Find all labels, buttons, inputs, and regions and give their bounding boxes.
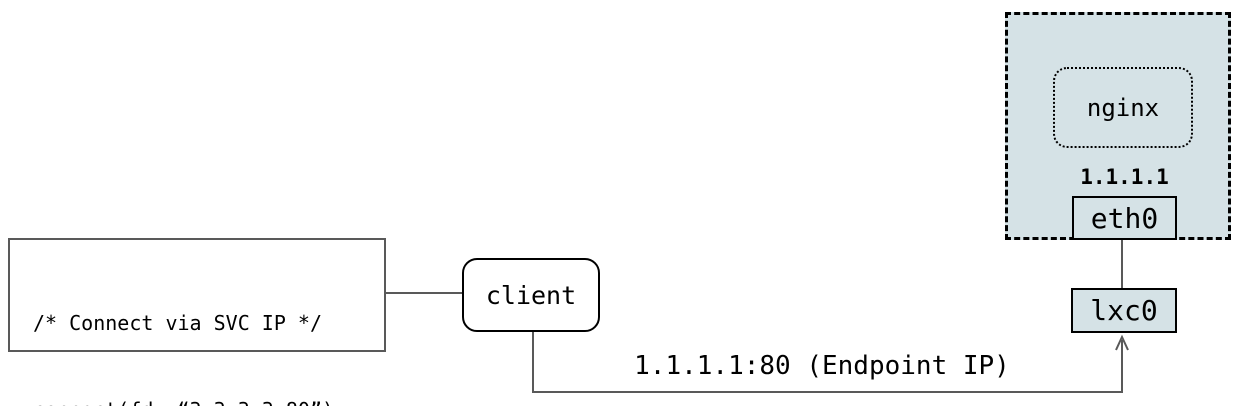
code-line-2: connect(fd, “3.3.3.3:80”);: [33, 396, 384, 406]
pod-ip-label: 1.1.1.1: [1080, 165, 1169, 189]
client-to-lxc0-path: [532, 332, 1123, 393]
pod-container: nginx 1.1.1.1: [1005, 12, 1231, 240]
arrowhead-up-icon: [1115, 334, 1129, 351]
nginx-node: nginx: [1053, 67, 1193, 148]
eth0-interface-node: eth0: [1072, 196, 1177, 240]
code-annotation-box: /* Connect via SVC IP */ connect(fd, “3.…: [8, 238, 386, 406]
client-node: client: [462, 258, 600, 332]
lxc0-interface-node: lxc0: [1071, 288, 1177, 333]
client-node-label: client: [485, 280, 577, 310]
nginx-node-label: nginx: [1086, 93, 1160, 122]
endpoint-ip-edge-label: 1.1.1.1:80 (Endpoint IP): [634, 351, 1010, 381]
code-line-1: /* Connect via SVC IP */: [33, 311, 322, 335]
